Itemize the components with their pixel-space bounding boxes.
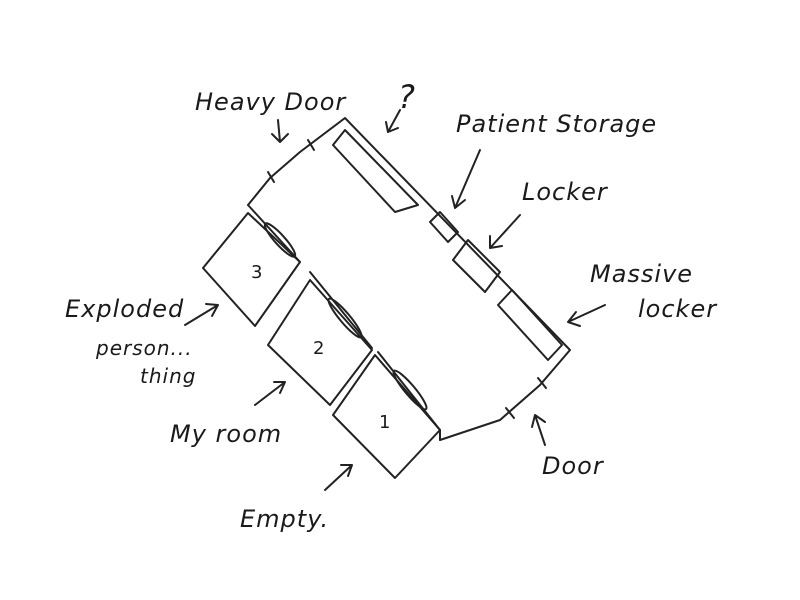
unknown-box	[332, 129, 419, 213]
room-number: 2	[313, 338, 325, 359]
label-massive: Massive	[590, 260, 694, 288]
room-3	[202, 212, 301, 327]
patient-storage	[429, 211, 459, 243]
massive-locker-box	[497, 289, 563, 361]
label-thing: thing	[140, 364, 197, 388]
room-number: 3	[251, 262, 263, 283]
label-person: person...	[96, 336, 193, 360]
room-1	[332, 354, 441, 479]
label-patient-storage: Patient Storage	[456, 110, 658, 138]
locker-box	[452, 239, 501, 293]
label-door: Door	[542, 452, 604, 480]
label-exploded: Exploded	[65, 295, 185, 323]
room-2	[267, 279, 373, 406]
door-marks	[267, 139, 547, 419]
room-number: 1	[379, 412, 391, 433]
label-locker: Locker	[522, 178, 608, 206]
label-my-room: My room	[170, 420, 283, 448]
label-heavy-door: Heavy Door	[195, 88, 347, 116]
corridor-outline	[247, 117, 571, 441]
label-empty: Empty.	[240, 505, 330, 533]
label-locker-2: locker	[638, 295, 718, 323]
label-question: ?	[398, 78, 416, 116]
arrows	[184, 109, 606, 491]
